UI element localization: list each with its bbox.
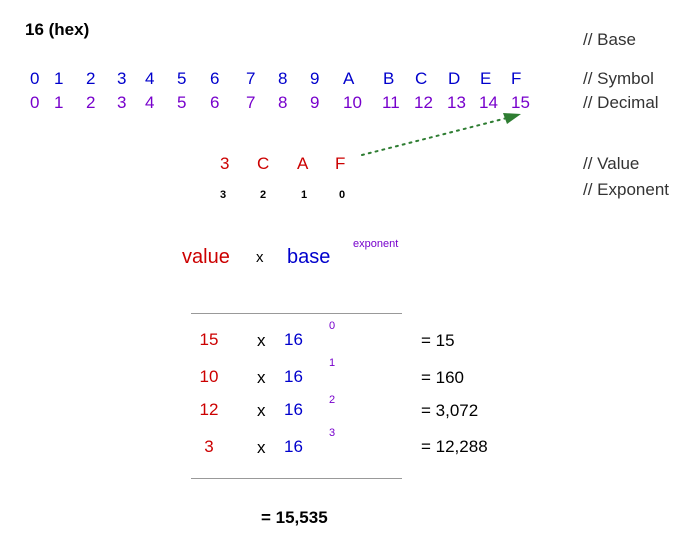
symbol-cell: C <box>415 69 428 88</box>
value-digit: F <box>335 154 346 173</box>
exponent-digit: 1 <box>301 189 308 201</box>
row-times: x <box>257 438 266 457</box>
decimal-cell: 11 <box>382 93 400 112</box>
symbol-cell: 1 <box>54 69 64 88</box>
exponent-digit: 2 <box>260 189 267 201</box>
decimal-cell: 8 <box>278 93 288 112</box>
row-base: 16 <box>284 400 303 419</box>
formula-base: base <box>287 246 331 268</box>
formula-times: x <box>256 249 264 266</box>
symbol-cell: 6 <box>210 69 220 88</box>
row-times: x <box>257 368 266 387</box>
decimal-label: // Decimal <box>583 93 659 112</box>
decimal-cell: 15 <box>511 93 530 112</box>
decimal-cell: 2 <box>86 93 96 112</box>
row-base: 16 <box>284 367 303 386</box>
base-label: // Base <box>583 30 636 49</box>
value-label: // Value <box>583 154 640 173</box>
row-exponent: 2 <box>329 394 336 406</box>
decimal-cell: 1 <box>54 93 64 112</box>
symbol-cell: A <box>343 69 355 88</box>
row-value: 10 <box>199 367 219 386</box>
total-result: = 15,535 <box>261 508 328 527</box>
formula-value: value <box>182 246 230 268</box>
row-exponent: 1 <box>329 357 336 369</box>
value-digit: 3 <box>220 154 230 173</box>
symbol-cell: 5 <box>177 69 187 88</box>
row-value: 15 <box>199 330 219 349</box>
row-result: = 3,072 <box>421 401 479 420</box>
row-result: = 15 <box>421 331 455 350</box>
decimal-cell: 6 <box>210 93 220 112</box>
base-title: 16 (hex) <box>25 20 90 39</box>
row-value: 3 <box>204 437 214 456</box>
symbol-cell: 8 <box>278 69 288 88</box>
value-digit: C <box>257 154 270 173</box>
row-base: 16 <box>284 437 303 456</box>
symbol-label: // Symbol <box>583 69 654 88</box>
symbol-cell: 7 <box>246 69 256 88</box>
decimal-cell: 10 <box>343 93 362 112</box>
decimal-cell: 14 <box>479 93 498 112</box>
row-exponent: 0 <box>329 320 336 332</box>
decimal-cell: 5 <box>177 93 187 112</box>
row-exponent: 3 <box>329 427 336 439</box>
top-rule <box>191 313 402 314</box>
decimal-cell: 12 <box>414 93 433 112</box>
symbol-cell: B <box>383 69 395 88</box>
row-value: 12 <box>199 400 219 419</box>
exponent-label: // Exponent <box>583 180 670 199</box>
row-times: x <box>257 331 266 350</box>
symbol-cell: 9 <box>310 69 320 88</box>
decimal-cell: 0 <box>30 93 40 112</box>
symbol-cell: 3 <box>117 69 127 88</box>
row-result: = 160 <box>421 368 465 387</box>
decimal-cell: 4 <box>145 93 155 112</box>
exponent-digit: 0 <box>339 189 346 201</box>
symbol-cell: 4 <box>145 69 155 88</box>
decimal-cell: 7 <box>246 93 256 112</box>
bottom-rule <box>191 478 402 479</box>
exponent-digit: 3 <box>220 189 227 201</box>
symbol-cell: F <box>511 69 522 88</box>
symbol-cell: 0 <box>30 69 40 88</box>
symbol-cell: D <box>448 69 461 88</box>
decimal-cell: 3 <box>117 93 127 112</box>
row-times: x <box>257 401 266 420</box>
value-digit: A <box>297 154 309 173</box>
symbol-cell: E <box>480 69 492 88</box>
decimal-cell: 13 <box>447 93 466 112</box>
row-result: = 12,288 <box>421 437 488 456</box>
row-base: 16 <box>284 330 303 349</box>
formula-exponent: exponent <box>353 238 399 250</box>
decimal-cell: 9 <box>310 93 320 112</box>
symbol-cell: 2 <box>86 69 96 88</box>
